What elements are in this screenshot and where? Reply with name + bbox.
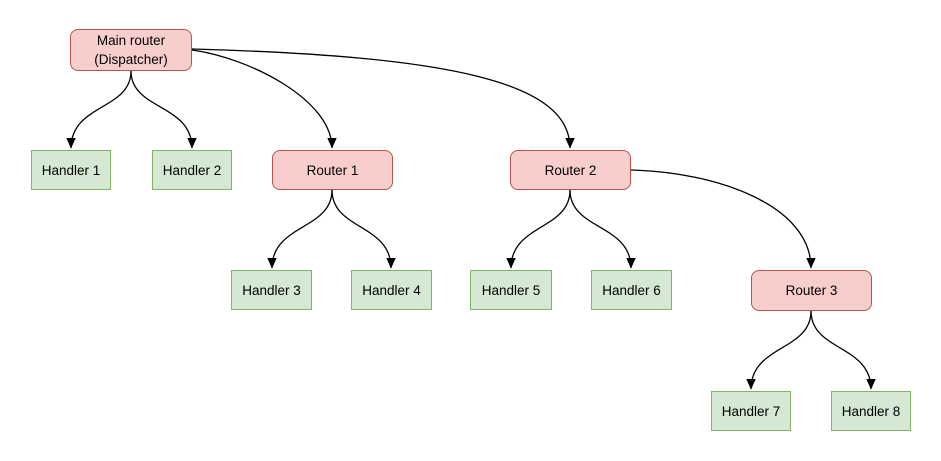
edge-router-3-to-handler-7 <box>746 310 812 390</box>
edge-router-2-to-router-3 <box>630 169 816 269</box>
node-handler-4-label: Handler 4 <box>362 282 421 298</box>
node-handler-7-label: Handler 7 <box>721 403 781 419</box>
node-handler-1-label: Handler 1 <box>41 162 101 178</box>
edge-router-1-to-handler-4 <box>331 189 396 269</box>
node-handler-4: Handler 4 <box>351 270 432 310</box>
node-router-3: Router 3 <box>751 270 872 311</box>
node-router-2-label: Router 2 <box>544 162 597 178</box>
node-handler-2: Handler 2 <box>152 150 232 190</box>
node-handler-6-label: Handler 6 <box>602 282 661 298</box>
edge-main-router-to-router-1 <box>191 49 337 149</box>
edge-router-1-to-handler-3 <box>267 189 333 269</box>
node-handler-8-label: Handler 8 <box>841 403 901 419</box>
node-handler-5-label: Handler 5 <box>481 282 541 298</box>
node-handler-7: Handler 7 <box>711 391 791 431</box>
node-handler-2-label: Handler 2 <box>162 162 222 178</box>
edge-router-2-to-handler-6 <box>569 189 636 269</box>
node-handler-3: Handler 3 <box>231 270 312 310</box>
edge-main-router-to-handler-1 <box>66 70 132 149</box>
node-main-router: Main router (Dispatcher) <box>70 29 192 71</box>
edge-main-router-to-router-2 <box>191 48 575 149</box>
node-router-1-label: Router 1 <box>306 162 359 178</box>
edge-router-3-to-handler-8 <box>810 310 876 390</box>
edge-main-router-to-handler-2 <box>130 70 197 149</box>
node-main-router-label: Main router (Dispatcher) <box>94 33 168 67</box>
node-handler-3-label: Handler 3 <box>242 282 301 298</box>
edge-router-2-to-handler-5 <box>506 189 571 269</box>
node-handler-5: Handler 5 <box>470 270 552 310</box>
node-handler-1: Handler 1 <box>31 150 111 190</box>
node-handler-8: Handler 8 <box>831 391 911 431</box>
node-router-2: Router 2 <box>510 150 631 190</box>
node-router-1: Router 1 <box>272 150 393 190</box>
node-handler-6: Handler 6 <box>591 270 672 310</box>
node-router-3-label: Router 3 <box>785 283 838 298</box>
